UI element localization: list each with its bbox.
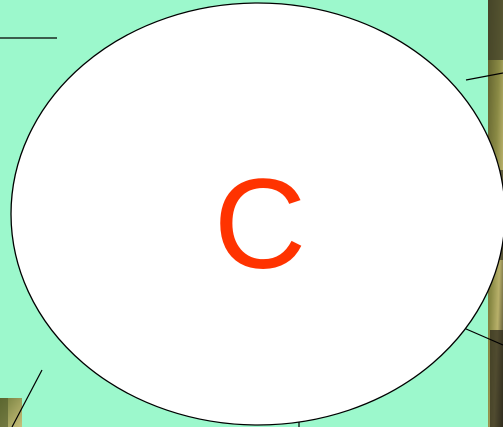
center-label: C bbox=[180, 150, 340, 300]
bottom-left-photo-fragment bbox=[0, 398, 22, 427]
